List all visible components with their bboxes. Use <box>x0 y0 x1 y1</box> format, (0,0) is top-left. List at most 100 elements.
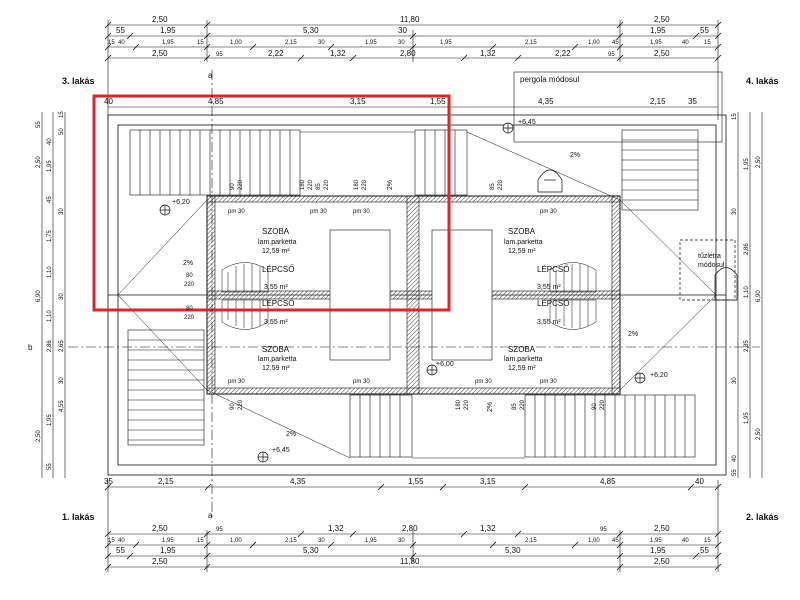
dim-label: 2,85 <box>744 340 750 352</box>
apartment-label-1: 1. lakás <box>62 512 95 522</box>
level-label: +6,20 <box>172 199 190 206</box>
opening-dim: 80 <box>186 273 193 279</box>
dim-label: 2,50 <box>654 524 670 533</box>
dim-label: 40 <box>732 455 738 462</box>
dim-label: 2,15 <box>158 477 174 486</box>
dim-label: 3,15 <box>480 477 496 486</box>
left-dimension-labels: 55 15 50 40 1,95 2,50 45 30 1,75 6,90 1,… <box>36 111 65 470</box>
slope-label: 2% <box>487 402 494 412</box>
window-code: pm 30 <box>475 379 492 385</box>
building-walls <box>206 195 621 395</box>
dim-label: 40 <box>118 538 125 544</box>
dim-label: 30 <box>732 377 738 384</box>
dim-label: 55 <box>700 546 709 555</box>
dim-label: 55 <box>36 121 42 128</box>
window-code: pm 30 <box>228 379 245 385</box>
dim-label: 2,65 <box>59 340 65 352</box>
slope-labels: 2% 2% 2% 2% 2% 2% <box>183 152 638 438</box>
dim-label: 2,50 <box>654 557 670 566</box>
dim-label: 2,50 <box>152 15 168 24</box>
dim-label: 2,15 <box>525 538 537 544</box>
opening-dim: 220 <box>184 282 195 288</box>
dim-label: 40 <box>104 97 113 106</box>
dim-label: 95 <box>608 52 615 58</box>
dim-label: 30 <box>398 26 407 35</box>
dim-label: 1,95 <box>47 414 53 426</box>
dim-label: 1,10 <box>744 286 750 298</box>
section-mark-b-left: b <box>28 343 33 352</box>
skylight-dome <box>537 169 563 193</box>
slope-label: 2% <box>387 180 394 190</box>
dim-label: 40 <box>47 138 53 145</box>
opening-dim: 220 <box>464 399 470 410</box>
dim-label: 30 <box>59 208 65 215</box>
stair-name: LÉPCSŐ <box>537 265 569 274</box>
dim-label: 1,95 <box>744 158 750 170</box>
right-dimension-labels: 15 1,95 2,50 30 2,86 6,90 1,10 2,85 30 1… <box>732 113 762 476</box>
opening-dim: 180 <box>456 399 462 410</box>
opening-dim: 85 <box>490 183 496 190</box>
dim-label: 50 <box>59 128 65 135</box>
dim-label: 2,80 <box>400 49 416 58</box>
dim-label: 15 <box>704 538 711 544</box>
fire-ladder <box>679 239 738 301</box>
slope-label: 2% <box>570 152 580 159</box>
ladder-note-1: tűzlétra <box>698 253 721 260</box>
dim-label: 1,00 <box>230 538 242 544</box>
dim-label: 1,55 <box>430 97 446 106</box>
opening-dim: 90 <box>230 403 236 410</box>
level-label: +6,45 <box>518 119 536 126</box>
dim-label: 45 <box>612 40 619 46</box>
room-floor: lam.parketta <box>258 356 297 363</box>
dim-label: 55 <box>700 26 709 35</box>
dim-label: 2,15 <box>285 538 297 544</box>
opening-dim: 220 <box>308 179 314 190</box>
dim-label: 15 <box>732 113 738 120</box>
dim-label: 2,86 <box>47 340 53 352</box>
dim-label: 2,15 <box>650 97 666 106</box>
stair-name: LÉPCSŐ <box>262 299 294 308</box>
dim-label: 2,50 <box>36 156 42 168</box>
slope-label: 2% <box>286 431 296 438</box>
level-label: +6,45 <box>272 447 290 454</box>
dim-label: 15 <box>197 538 204 544</box>
dim-label: 4,85 <box>600 477 616 486</box>
room-area: 12,59 m² <box>262 365 290 372</box>
opening-dim: 220 <box>324 179 330 190</box>
window-code-labels: pm 30 pm 30 pm 30 pm 30 pm 30 pm 30 pm 3… <box>228 209 557 385</box>
dim-label: 1,32 <box>480 49 496 58</box>
opening-dim: 220 <box>238 399 244 410</box>
dim-label: 1,00 <box>588 538 600 544</box>
dim-label: 55 <box>116 546 125 555</box>
opening-dim: 220 <box>238 179 244 190</box>
dim-label: 45 <box>612 538 619 544</box>
dim-label: 1,55 <box>408 477 424 486</box>
stair-name: LÉPCSŐ <box>262 265 294 274</box>
level-label: +6,20 <box>650 372 668 379</box>
stair-area: 3,55 m² <box>537 319 561 326</box>
dim-label: 1,95 <box>650 26 666 35</box>
opening-dim: 90 <box>592 403 598 410</box>
room-name: SZOBA <box>262 227 290 236</box>
section-mark-a-bottom: a <box>208 511 213 520</box>
dim-label: 4,55 <box>59 400 65 412</box>
dim-label: 6,90 <box>756 290 762 302</box>
pergola-note-box <box>513 71 723 143</box>
pergola-note: pergola módosul <box>520 75 579 84</box>
dim-label: 15 <box>108 40 115 46</box>
dim-label: 1,95 <box>440 40 452 46</box>
dim-label: 1,95 <box>650 538 662 544</box>
dim-label: 2,50 <box>152 557 168 566</box>
opening-dim: 80 <box>186 306 193 312</box>
opening-dim: 220 <box>498 179 504 190</box>
dim-label: 45 <box>47 196 53 203</box>
dim-label: 4,85 <box>208 97 224 106</box>
dim-label: 1,00 <box>588 40 600 46</box>
dim-label: 1,95 <box>162 538 174 544</box>
dim-label: 2,22 <box>268 49 284 58</box>
dim-label: 11,80 <box>400 15 420 24</box>
room-area: 12,59 m² <box>508 365 536 372</box>
window-code: pm 30 <box>540 379 557 385</box>
dim-label: 1,95 <box>162 40 174 46</box>
